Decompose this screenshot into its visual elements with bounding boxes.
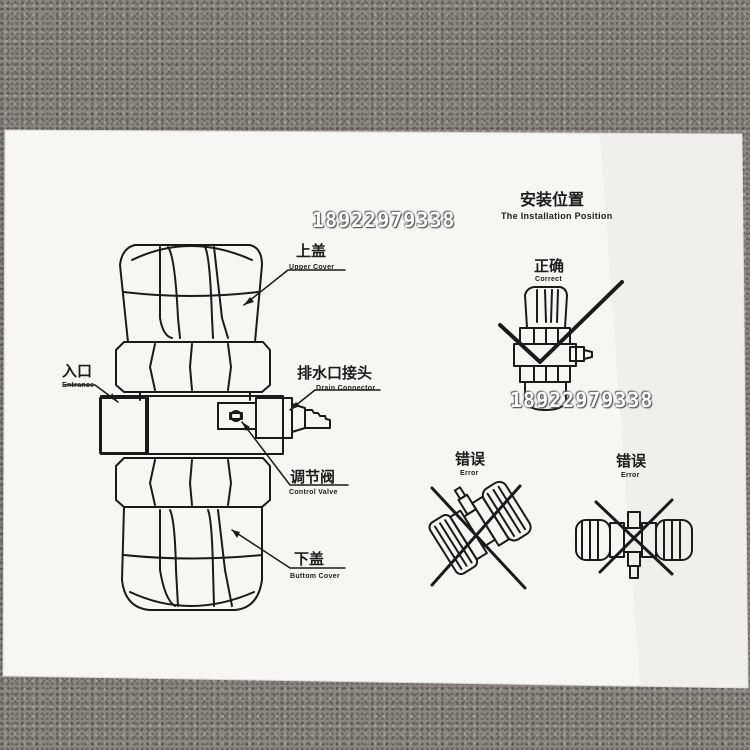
drain-valve-diagram xyxy=(99,244,331,611)
bottom-cover-label-zh: 下盖 xyxy=(294,550,325,568)
error-cross-right-b xyxy=(598,498,674,574)
leader-entrance xyxy=(64,384,119,403)
leader-upper-cover xyxy=(243,269,346,306)
entrance-label-zh: 入口 xyxy=(62,362,93,380)
drain-connector-label-en: Drain Connector xyxy=(316,385,376,392)
error-right-label-zh: 错误 xyxy=(616,452,647,470)
error-right-label-en: Error xyxy=(621,472,640,479)
error-left-label-zh: 错误 xyxy=(455,450,486,468)
control-valve-label-zh: 调节阀 xyxy=(290,468,336,486)
title-en: The Installation Position xyxy=(501,211,613,221)
leader-bottom-cover xyxy=(231,529,346,569)
title-zh: 安装位置 xyxy=(520,190,585,209)
upper-hex-nut xyxy=(115,341,271,393)
error-left-label-en: Error xyxy=(460,470,479,477)
error-cross-left-a xyxy=(430,486,527,590)
correct-orientation-figure xyxy=(513,286,593,411)
phone-watermark: 18922979338 xyxy=(510,388,654,412)
error-horizontal-figure xyxy=(575,511,693,579)
drain-nozzle xyxy=(304,409,331,429)
leader-control-valve xyxy=(241,421,349,486)
entrance-block xyxy=(99,397,147,454)
upper-cover-label-en: Upper Cover xyxy=(289,264,335,271)
control-valve-label-en: Control Valve xyxy=(289,489,338,496)
entrance-label-en: Entrance xyxy=(62,382,95,389)
check-mark xyxy=(498,280,624,364)
lower-hex-nut xyxy=(115,457,271,508)
error-cross-left-b xyxy=(430,484,522,587)
upper-cover-shape xyxy=(119,244,263,343)
correct-label-zh: 正确 xyxy=(534,257,565,275)
drain-connector-label-zh: 排水口接头 xyxy=(297,364,373,382)
phone-watermark: 18922979338 xyxy=(312,208,456,232)
leader-drain xyxy=(289,389,381,411)
upper-cover-label-zh: 上盖 xyxy=(296,242,327,260)
bottom-cover-label-en: Buttom Cover xyxy=(290,573,340,580)
correct-label-en: Correct xyxy=(535,276,562,283)
bottom-cover-shape xyxy=(121,506,263,611)
